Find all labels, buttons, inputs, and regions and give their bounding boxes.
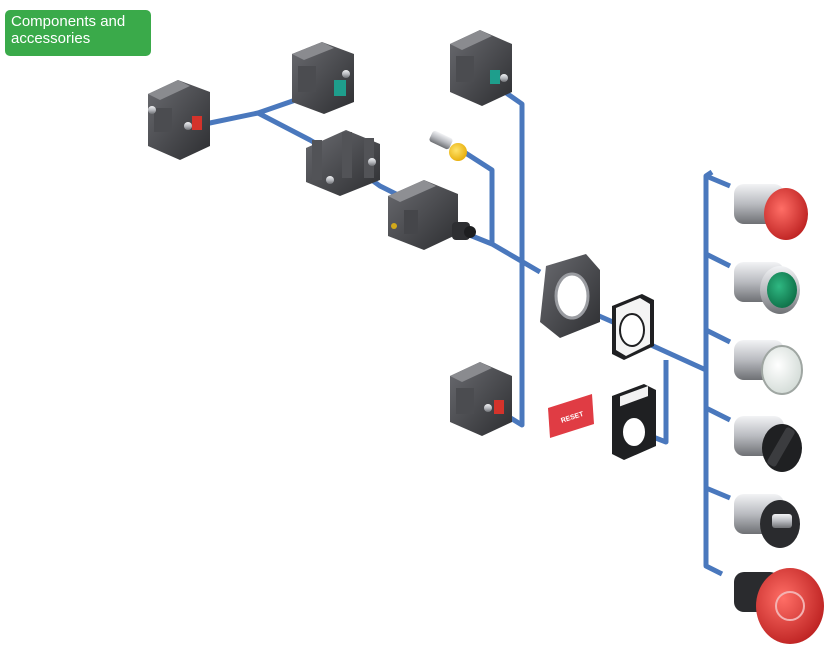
bus-tick-4 <box>704 405 732 423</box>
bus-tick-5 <box>705 485 731 501</box>
fixing-collar-icon <box>540 254 600 338</box>
push-red-icon <box>734 184 808 240</box>
selector-icon <box>734 416 802 472</box>
light-block-icon <box>388 180 476 250</box>
title-line-2: accessories <box>11 30 91 47</box>
pilot-white-icon <box>734 340 803 395</box>
connector-head-bus <box>703 169 724 577</box>
e-stop-icon <box>734 568 824 644</box>
bus-tick-3 <box>704 327 732 345</box>
contact-block-teal-icon <box>292 42 354 114</box>
key-icon <box>734 494 800 548</box>
legend-holder-icon <box>612 294 654 360</box>
collar-icon <box>306 130 380 196</box>
connector-top-block <box>500 87 525 428</box>
title-badge: Components and accessories <box>5 10 151 56</box>
title-line-1: Components and <box>11 13 126 30</box>
contact-block-red-icon <box>148 80 210 160</box>
contact-block-bottom-icon <box>450 362 512 436</box>
legend-plate-icon: RESET <box>548 394 594 438</box>
bulb-icon <box>429 130 467 161</box>
connector-bulb <box>462 149 495 244</box>
legend-holder-grid-icon <box>612 384 656 460</box>
contact-block-top-icon <box>450 30 512 106</box>
bus-tick-2 <box>704 251 732 269</box>
connector-light-to-fixing <box>461 229 542 275</box>
push-green-icon <box>734 262 800 314</box>
bus-tick-1 <box>705 173 731 189</box>
